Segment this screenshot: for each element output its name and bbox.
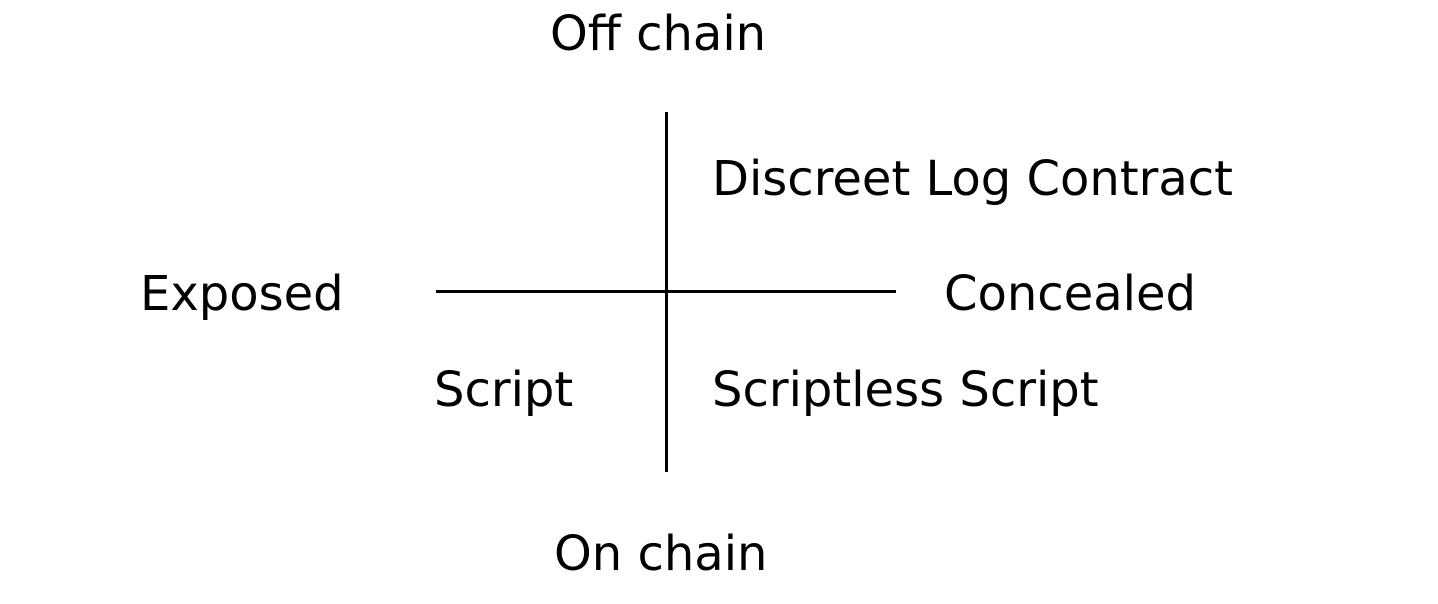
axis-label-exposed: Exposed	[140, 266, 344, 322]
quadrant-label-scriptless-script: Scriptless Script	[712, 362, 1099, 418]
axis-label-concealed: Concealed	[944, 266, 1196, 322]
quadrant-label-discreet-log-contract: Discreet Log Contract	[712, 151, 1233, 207]
quadrant-label-script: Script	[434, 362, 574, 418]
axis-label-on-chain: On chain	[554, 526, 768, 582]
horizontal-axis-line	[436, 290, 896, 293]
axis-label-off-chain: Off chain	[550, 6, 767, 62]
